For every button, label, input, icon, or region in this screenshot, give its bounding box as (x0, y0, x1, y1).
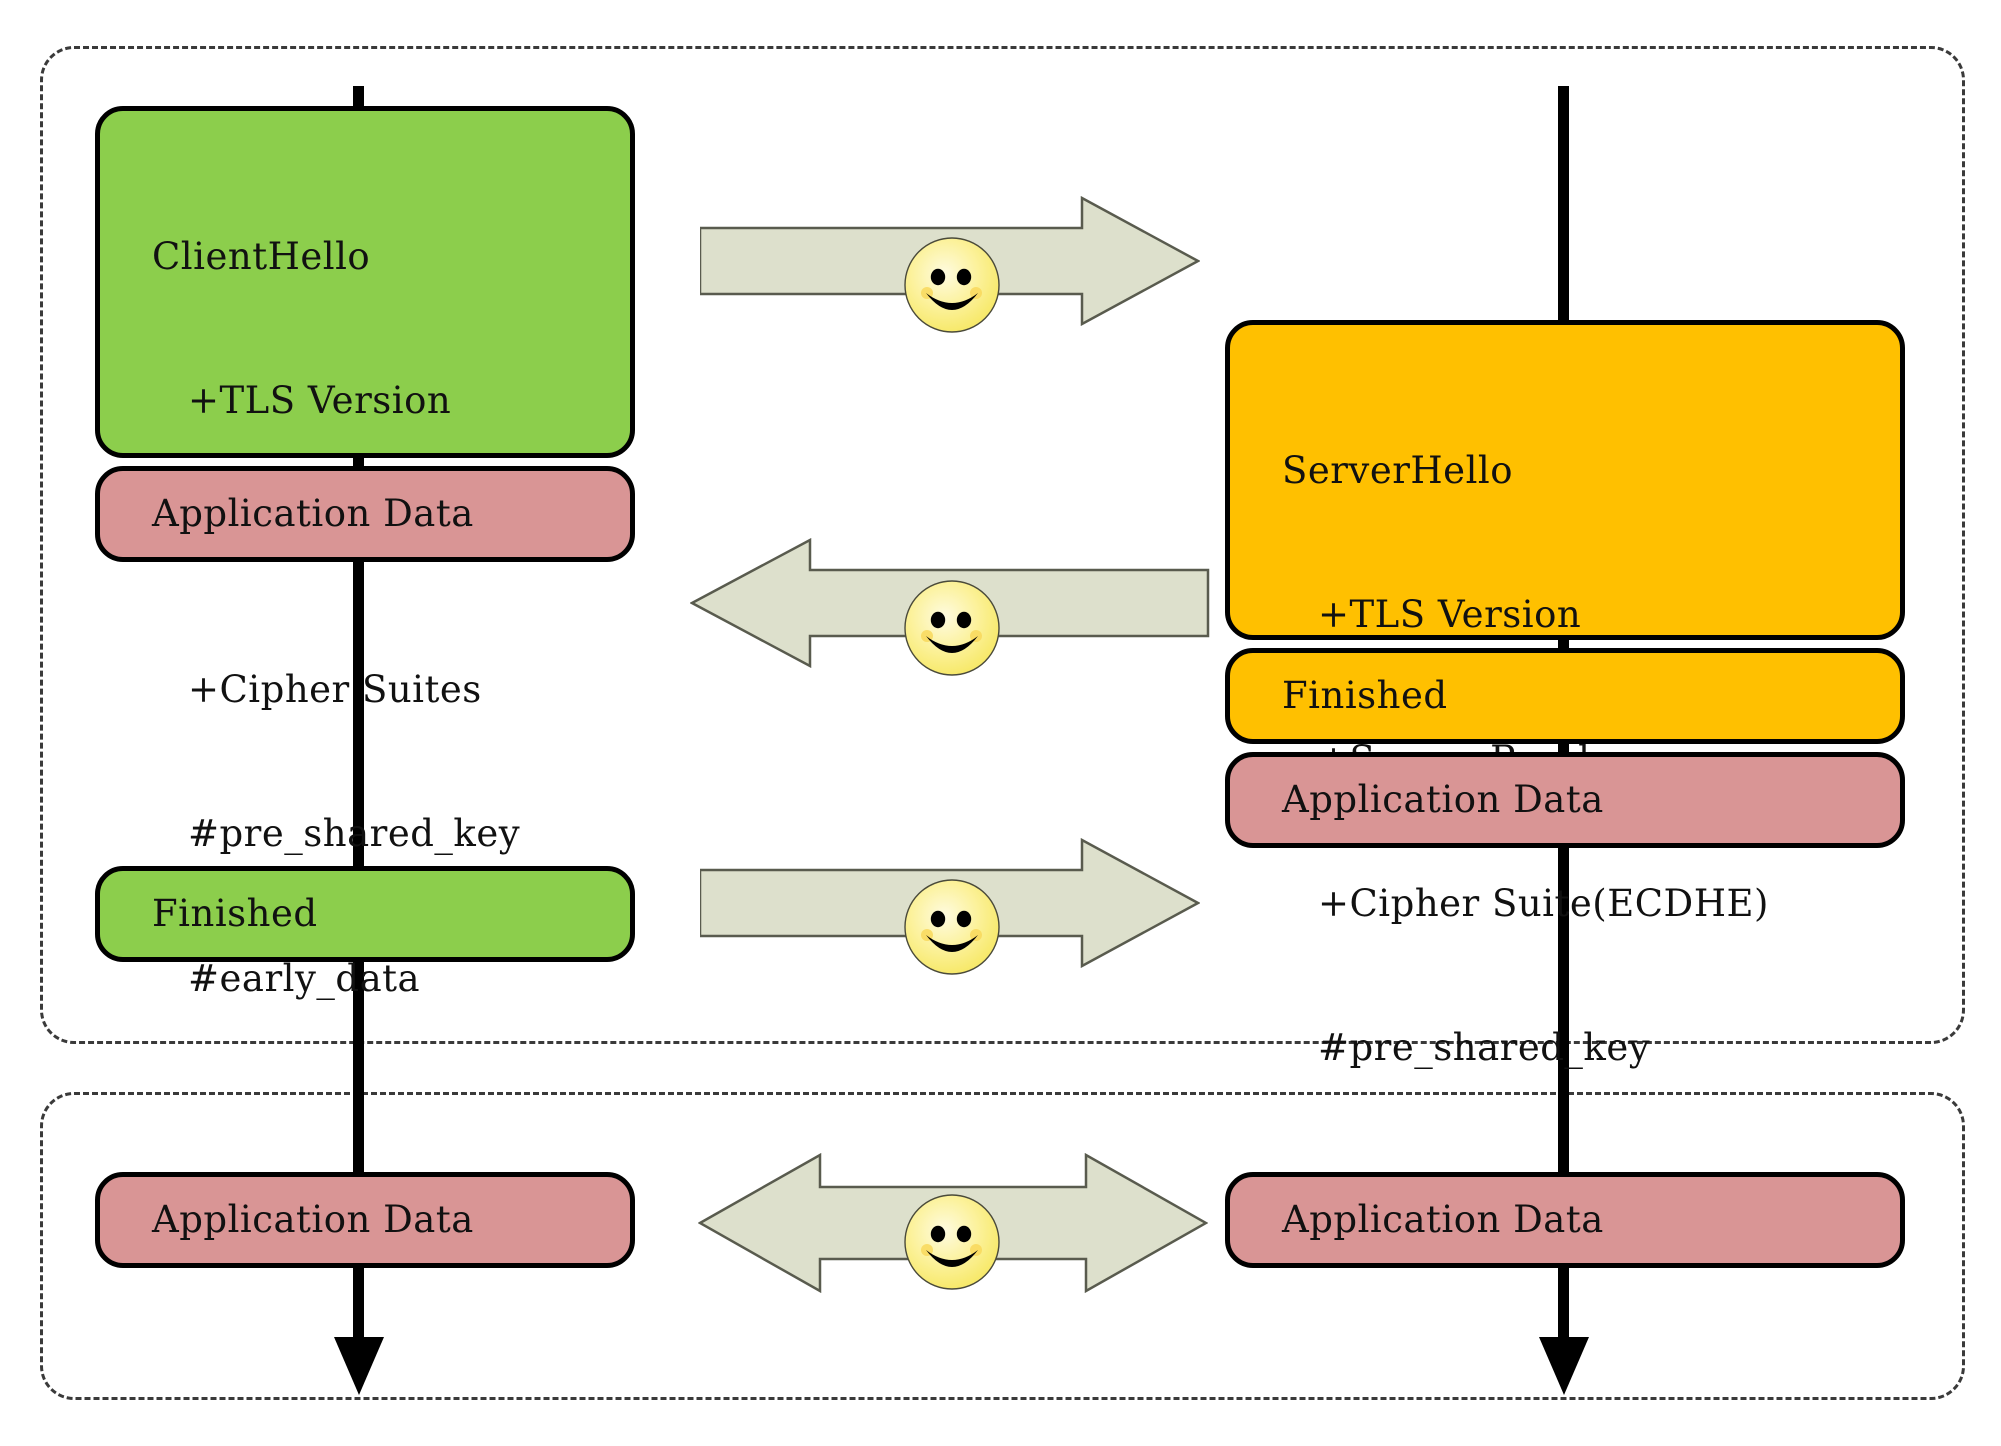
server-application-data-label-2: Application Data (1282, 1197, 1604, 1241)
smiley-face-icon (902, 235, 1002, 335)
application-data-phase-container (40, 1092, 1965, 1400)
client-finished-label: Finished (152, 891, 318, 935)
client-application-data-text-2: Application Data (152, 1100, 474, 1340)
server-application-data-text-2: Application Data (1282, 1100, 1604, 1340)
client-finished-box[interactable]: Finished (95, 866, 635, 962)
smiley-face-icon (902, 578, 1002, 678)
client-hello-message-box[interactable]: ClientHello +TLS Version +Client Random … (95, 106, 635, 1000)
server-hello-title: ServerHello (1282, 449, 1514, 493)
client-finished-text: Finished (152, 794, 318, 1034)
server-lifeline-arrowhead-icon (1539, 1337, 1589, 1395)
server-finished-text: Finished (1282, 576, 1448, 816)
client-application-data-box[interactable]: Application Data (95, 466, 635, 562)
server-hello-message-box[interactable]: ServerHello +TLS Version +Server Random … (1225, 320, 1905, 1214)
client-hello-line-tls-version: +TLS Version (188, 379, 452, 423)
client-hello-line-pre-shared-key: #pre_shared_key (188, 812, 521, 856)
server-hello-line-cipher-suite: +Cipher Suite(ECDHE) (1318, 882, 1769, 926)
client-lifeline-arrowhead-icon (334, 1337, 384, 1395)
client-lifeline (353, 86, 364, 1351)
server-hello-line-pre-shared-key: #pre_shared_key (1318, 1026, 1651, 1070)
client-application-data-box-2[interactable]: Application Data (95, 1172, 635, 1268)
client-hello-line-early-data: #early_data (188, 956, 421, 1000)
client-application-data-text: Application Data (152, 394, 474, 634)
server-finished-box[interactable]: Finished (1225, 648, 1905, 744)
server-hello-line-tls-version: +TLS Version (1318, 593, 1582, 637)
server-application-data-text: Application Data (1282, 680, 1604, 920)
server-application-data-box-2[interactable]: Application Data (1225, 1172, 1905, 1268)
client-application-data-label: Application Data (152, 491, 474, 535)
server-application-data-label: Application Data (1282, 777, 1604, 821)
handshake-phase-container (40, 46, 1965, 1044)
client-hello-text: ClientHello +TLS Version +Client Random … (152, 137, 520, 1099)
server-application-data-box[interactable]: Application Data (1225, 752, 1905, 848)
client-application-data-label-2: Application Data (152, 1197, 474, 1241)
client-hello-title: ClientHello (152, 235, 371, 279)
smiley-face-icon (902, 1192, 1002, 1292)
server-finished-label: Finished (1282, 673, 1448, 717)
smiley-face-icon (902, 877, 1002, 977)
client-hello-line-cipher-suites: +Cipher Suites (188, 668, 482, 712)
